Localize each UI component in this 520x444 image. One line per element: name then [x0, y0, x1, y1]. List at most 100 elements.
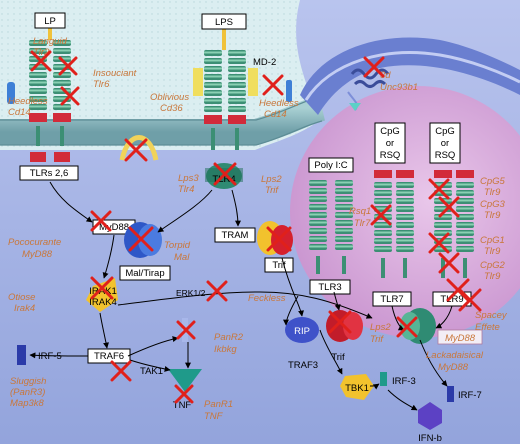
tlr26-box: [19, 165, 79, 181]
cd14-protein-b: [286, 80, 292, 102]
lps-ligand-box: [201, 13, 247, 30]
tlr7-mut-label: Tlr7: [354, 218, 371, 229]
trif-box-a: [264, 257, 294, 273]
panr1-label: PanR1: [204, 399, 233, 410]
irf7-label: IRF-7: [458, 390, 482, 401]
cpg2-label: CpG2: [480, 260, 506, 271]
tlr6-receptor: [53, 40, 71, 162]
lp-ligand-box: [34, 12, 66, 29]
cpg2-tlr9-label: Tlr9: [484, 271, 501, 282]
threed-label: 3d: [380, 70, 391, 81]
tlr7-receptor: [374, 170, 414, 278]
cpg-b-line2: or: [441, 138, 449, 149]
ifnb-protein: [418, 402, 442, 430]
languid-label: Languid: [33, 36, 68, 47]
lps3-label: Lps3: [178, 173, 199, 184]
tlr4-label: TLR4: [212, 174, 235, 185]
tlr9-label: TLR9: [440, 294, 463, 305]
tbk1-protein: [340, 374, 374, 400]
md2-left: [193, 68, 203, 96]
feckless-label: Feckless: [248, 293, 286, 304]
myd88-mut-label: MyD88: [22, 249, 53, 260]
mutation-crosses: [30, 50, 482, 404]
mal-label: Mal: [174, 252, 190, 263]
md2-label: MD-2: [253, 57, 276, 68]
tnf-mut-label: TNF: [204, 411, 224, 422]
tak1-label: TAK1: [140, 366, 163, 377]
map3k8-label: Map3k8: [10, 398, 45, 409]
rip-label: RIP: [294, 326, 310, 337]
erk-label: ERK1/2: [176, 288, 206, 298]
tbk1-label: TBK1: [345, 383, 369, 394]
cpg3-label: CpG3: [480, 199, 506, 210]
mutant-labels: Languid Tlr2 Insouciant Tlr6 Heedless Cd…: [8, 36, 508, 422]
cpg5-label: CpG5: [480, 176, 506, 187]
irak4-label: IRAK4: [89, 297, 116, 308]
lackadaisical-label: Lackadaisical: [426, 350, 484, 361]
lps2-bottom-label: Lps2: [370, 322, 391, 333]
trif-mut-label-bottom: Trif: [370, 334, 384, 345]
insouciant-label: Insouciant: [93, 68, 137, 79]
tlr3-receptor: [309, 180, 353, 274]
md2-right: [248, 68, 258, 96]
irf3-label: IRF-3: [392, 376, 416, 387]
rsq1-label: Rsq1: [349, 206, 371, 217]
heedless-label-a: Heedless: [8, 96, 48, 107]
ifnb-label: IFN-b: [418, 433, 442, 444]
tnf-label: TNF: [173, 400, 192, 411]
maltirap-box: [119, 265, 171, 281]
cd14-label-b: Cd14: [264, 109, 287, 120]
cpg-rsq-box-a: [374, 122, 406, 164]
heedless-label-b: Heedless: [259, 98, 299, 109]
lps-ligand-label: LPS: [215, 17, 233, 28]
lps2-top-label: Lps2: [261, 174, 282, 185]
traf6-label: TRAF6: [94, 351, 124, 362]
panr2-label: PanR2: [214, 332, 244, 343]
tlr2-receptor: [29, 40, 47, 162]
tlr3-box: [309, 279, 351, 295]
irf7-protein: [447, 386, 454, 402]
irak4-mut-label: Irak4: [14, 303, 35, 314]
tlr26-label: TLRs 2,6: [30, 168, 69, 179]
cpg-rsq-box-b: [429, 122, 461, 164]
cpg3-tlr9-label: Tlr9: [484, 210, 501, 221]
tlr7-label: TLR7: [380, 294, 403, 305]
polyic-label: Poly I:C: [314, 160, 347, 171]
tram-label: TRAM: [222, 230, 249, 241]
tnf-protein: [168, 369, 202, 392]
lackadaisical-myd88-label: MyD88: [438, 362, 469, 373]
unc93b1-protein: [350, 68, 390, 80]
trif-mut-label-top: Trif: [265, 185, 279, 196]
maltirap-label: Mal/Tirap: [125, 268, 164, 279]
irf5-protein: [17, 345, 26, 365]
myd88-mut-box: [437, 329, 483, 345]
irak1-label: IRAK1: [89, 286, 116, 297]
spacey-label: Spacey: [475, 310, 508, 321]
irf5-label: IRF-5: [38, 351, 62, 362]
cd36-protein: [119, 135, 159, 161]
tlr3-label: TLR3: [318, 282, 341, 293]
tram-box: [214, 227, 256, 243]
irf3-protein: [380, 372, 387, 386]
myd88-mut-label-b: MyD88: [445, 333, 476, 344]
panr3-label: (PanR3): [10, 387, 45, 398]
tlr6-label: Tlr6: [93, 79, 110, 90]
cd14-label-a: Cd14: [8, 107, 31, 118]
cpg-a-line3: RSQ: [380, 150, 401, 161]
irak-protein: [86, 278, 118, 312]
cpg5-tlr9-label: Tlr9: [484, 187, 501, 198]
trif-label-a: Trif: [272, 260, 286, 271]
endoplasmic-reticulum: [300, 37, 520, 115]
cpg1-label: CpG1: [480, 235, 505, 246]
cpg-b-line1: CpG: [435, 126, 455, 137]
myd88-label: MyD88: [99, 222, 129, 233]
ikbkg-label: Ikbkg: [214, 344, 237, 355]
sluggish-label: Sluggish: [10, 376, 46, 387]
pococurante-label: Pococurante: [8, 237, 61, 248]
traf3-label: TRAF3: [288, 360, 318, 371]
cpg-b-line3: RSQ: [435, 150, 456, 161]
trif-label-b: Trif: [331, 352, 345, 363]
cpg1-tlr9-label: Tlr9: [484, 246, 501, 257]
